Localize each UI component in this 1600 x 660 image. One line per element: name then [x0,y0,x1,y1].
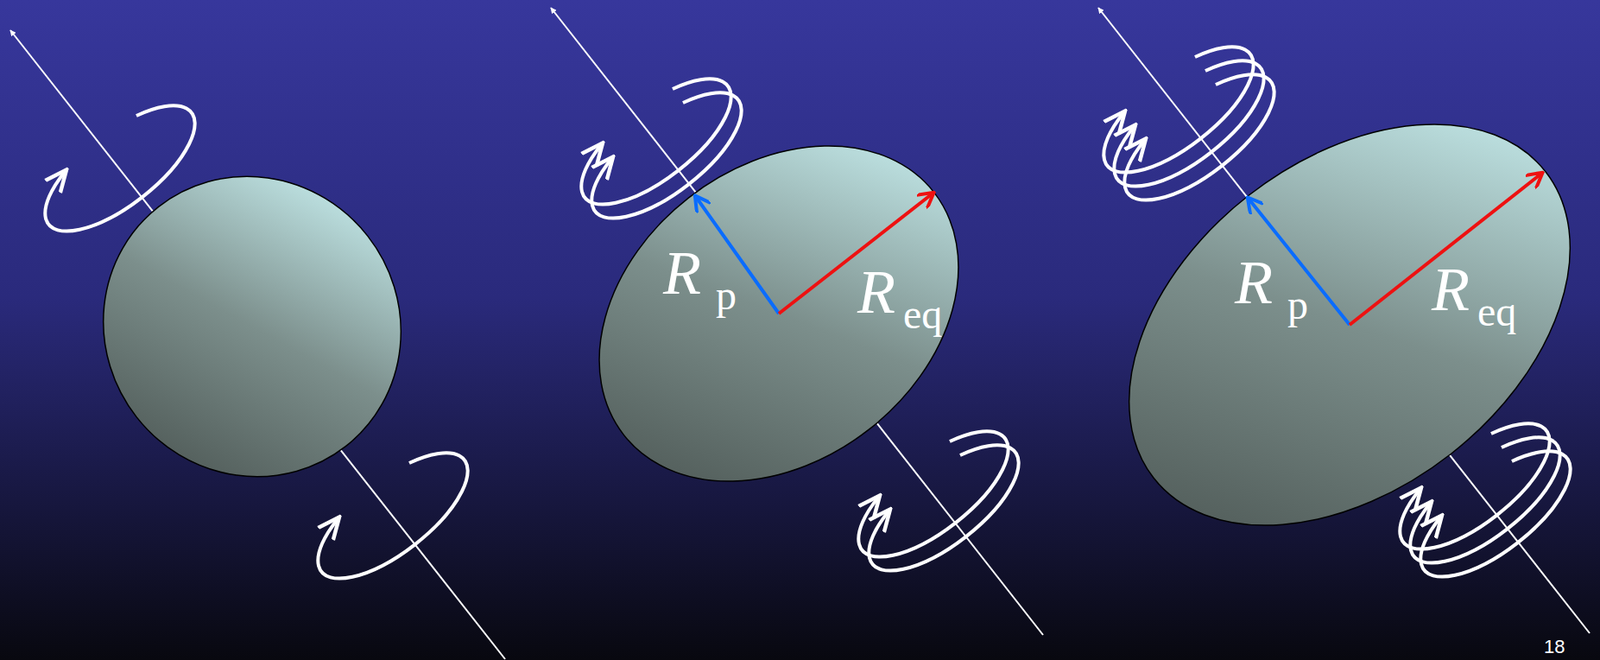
page-number: 18 [1543,637,1565,657]
radius-subscript: p [1287,284,1309,326]
radius-subscript: p [715,274,737,317]
polar-radius-arrow [695,196,779,314]
radius-symbol: R [663,241,702,304]
rotation-loops [29,29,1590,601]
oblate-spheroid [533,76,1025,551]
rotation-axis [10,30,506,659]
radius-subscript: eq [903,293,943,336]
radius-symbol: R [1431,258,1470,321]
oblate-spheroid [1052,42,1600,608]
radius-subscript: eq [1477,290,1517,333]
radius-symbol: R [857,260,896,323]
sphere [43,116,462,538]
radius-symbol: R [1234,251,1273,314]
